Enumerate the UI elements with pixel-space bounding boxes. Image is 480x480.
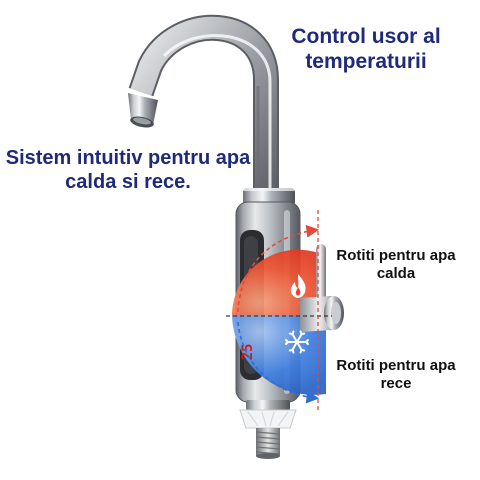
guide-lines (226, 210, 332, 412)
cold-zone (232, 316, 326, 395)
snowflake-icon (285, 330, 309, 354)
temperature-control-caption: Control usor al temperaturii (291, 25, 441, 74)
cold-water-label: Rotiti pentru apa rece (336, 357, 456, 392)
flame-icon (290, 274, 306, 298)
faucet-aerator (128, 93, 158, 128)
faucet-base (239, 400, 297, 459)
hot-water-label: Rotiti pentru apa calda (336, 247, 456, 282)
intuitive-system-caption: Sistem intuitiv pentru apa calda si rece… (5, 147, 251, 193)
temperature-display: 25 (240, 344, 256, 361)
faucet-spout (128, 14, 279, 200)
